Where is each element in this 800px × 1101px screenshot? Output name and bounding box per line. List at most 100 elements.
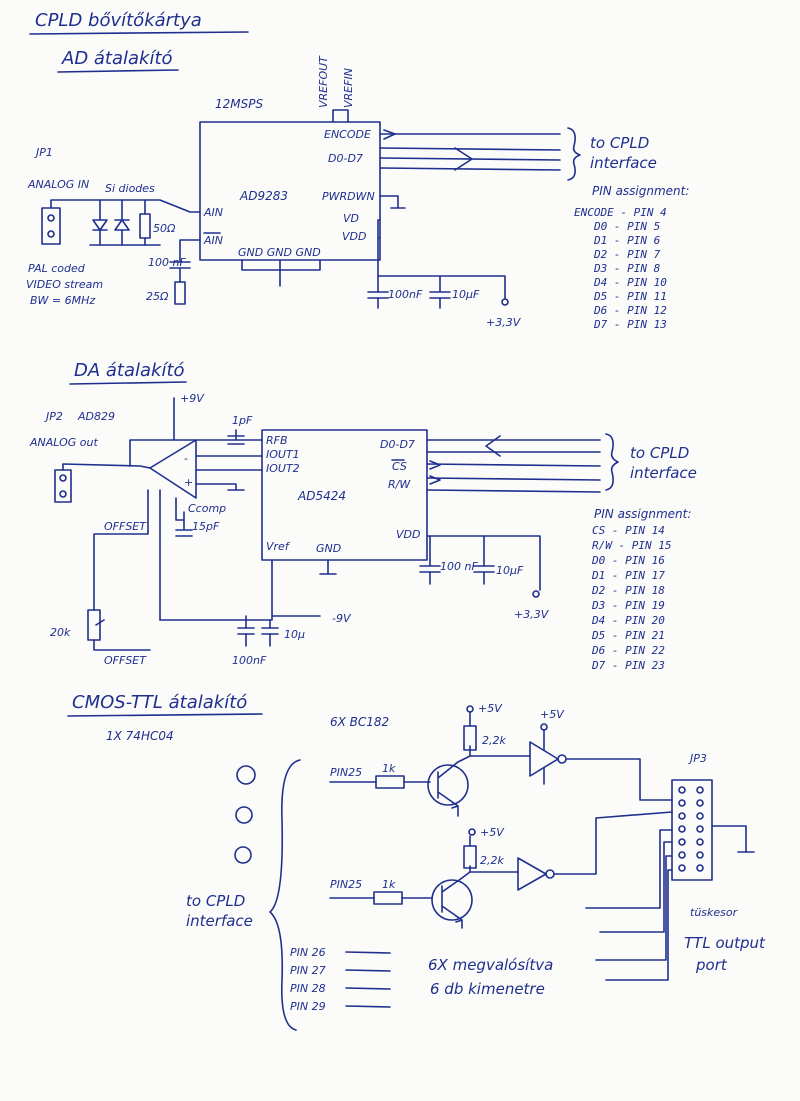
ttl-plus5-c: +5V (480, 826, 505, 839)
ad-data-pin: D0-D7 (328, 152, 363, 165)
ad-vrefout-label: VREFOUT (317, 55, 330, 108)
da-pin-title: PIN assignment: (594, 507, 691, 521)
da-control-arrows (429, 460, 441, 485)
ad-data-arrow (454, 147, 473, 171)
ad-rate-label: 12MSPS (215, 97, 263, 111)
ad9283-label: AD9283 (239, 189, 288, 203)
jp3-pin (696, 825, 704, 833)
jp3-pin (678, 838, 686, 846)
c15-label: 15pF (192, 520, 220, 533)
rfb-pin: RFB (266, 434, 288, 447)
ttl-heading-underline (67, 713, 263, 717)
da-gnd-symbol (319, 559, 337, 575)
vref-cap-10u (261, 619, 279, 647)
ad-pin-item: D7 - PIN 13 (593, 318, 667, 331)
da-interface: interface (630, 464, 697, 482)
ain-cap-label: 100 nF (148, 256, 186, 269)
sheet-title: CPLD bővítőkártya (35, 10, 202, 31)
ttl-supply-a (466, 705, 474, 713)
ad5424-label: AD5424 (297, 489, 346, 503)
ad-bus-lines (379, 133, 561, 171)
resistor-25-label: 25Ω (146, 290, 169, 303)
jp3-pin (696, 812, 704, 820)
jp3-pin (696, 864, 704, 872)
ain-bar-cap (169, 239, 201, 283)
jp3-pin (696, 851, 704, 859)
scribble-dot-3 (234, 846, 252, 864)
ad-supply-label: +3,3V (486, 316, 522, 329)
title-underline (29, 31, 249, 35)
analog-out-label: ANALOG out (29, 436, 98, 449)
ttl-r1a (375, 775, 405, 789)
ain-signal-line (50, 199, 201, 213)
da-pin-item: D3 - PIN 19 (591, 599, 665, 612)
ttl-output-a (565, 758, 673, 801)
cap-1pf-label: 1pF (232, 414, 253, 427)
ttl-transistor-b (431, 879, 473, 921)
ttl-supply-b (540, 723, 548, 731)
ttl-heading: CMOS-TTL átalakító (72, 692, 247, 713)
da-pin-item: D5 - PIN 21 (591, 629, 665, 642)
ad-cap-100nf (367, 275, 389, 309)
vref-cap-b-label: 10μ (284, 628, 305, 641)
ttl-pin-trail (345, 987, 391, 990)
ttl-transistor-label: 6X BC182 (330, 715, 389, 729)
da-vdd-pin: VDD (396, 528, 420, 541)
jp3-pin (696, 786, 704, 794)
ttl-pin-trail (345, 969, 391, 972)
analog-out-line (62, 463, 151, 471)
cap-1pf (227, 429, 245, 445)
da-pin-item: D6 - PIN 22 (591, 644, 665, 657)
ttl-transistor-a (427, 764, 469, 806)
da-pin-item: D7 - PIN 23 (591, 659, 665, 672)
jp1-connector (41, 207, 61, 245)
ttl-pin-item: PIN 29 (290, 1000, 326, 1013)
jp1-pin-a (47, 214, 55, 222)
cs-pin: CS (392, 460, 407, 473)
jp3-pin (678, 825, 686, 833)
resistor-50 (139, 213, 151, 239)
da-supply-net (426, 535, 541, 591)
da-to-cpld: to CPLD (630, 444, 689, 462)
ttl-r22b (463, 845, 477, 869)
bandwidth-label: BW = 6MHz (30, 294, 95, 307)
ad-pin-item: ENCODE - PIN 4 (574, 206, 667, 219)
ad-interface: interface (590, 154, 657, 172)
jp1-label: JP1 (34, 146, 53, 159)
pal-line1: PAL coded (28, 262, 86, 275)
da-cap-d-label: 10μF (496, 564, 524, 577)
jp3-pin (678, 851, 686, 859)
resistor-25 (174, 281, 186, 305)
diode-2 (114, 199, 130, 246)
ad-supply-terminal (501, 298, 509, 306)
da-pin-item: CS - PIN 14 (592, 524, 665, 537)
jp3-pin (696, 799, 704, 807)
ttl-output-b (553, 811, 673, 875)
da-bus-lines (426, 439, 601, 493)
ttl-r22a-label: 2,2k (482, 734, 506, 747)
offset-top-line (94, 489, 149, 535)
da-brace (605, 433, 619, 491)
da-pin-item: D2 - PIN 18 (591, 584, 665, 597)
jp2-pin-b (59, 490, 67, 498)
ad-pin-item: D2 - PIN 7 (593, 248, 661, 261)
ttl-to-cpld: to CPLD (186, 892, 245, 910)
ad-ain-bar-pin: AIN (203, 234, 223, 247)
vref-net (159, 559, 321, 621)
jp3-label: JP3 (688, 752, 707, 765)
iout2-pin: IOUT2 (266, 462, 300, 475)
ttl-inverter-b-bubble (545, 869, 555, 879)
ttl-plus5-a: +5V (478, 702, 503, 715)
jp3-header (671, 779, 713, 881)
ttl-r1b-label: 1k (382, 878, 396, 891)
da-supply-label: +3,3V (514, 608, 550, 621)
da-heading-underline (69, 381, 187, 385)
pwrdwn-ground (379, 195, 406, 209)
da-pin-item: D1 - PIN 17 (591, 569, 665, 582)
ad-heading-underline (57, 69, 179, 73)
da-data-arrow (485, 435, 501, 457)
ttl-output-label: TTL output (684, 934, 766, 952)
